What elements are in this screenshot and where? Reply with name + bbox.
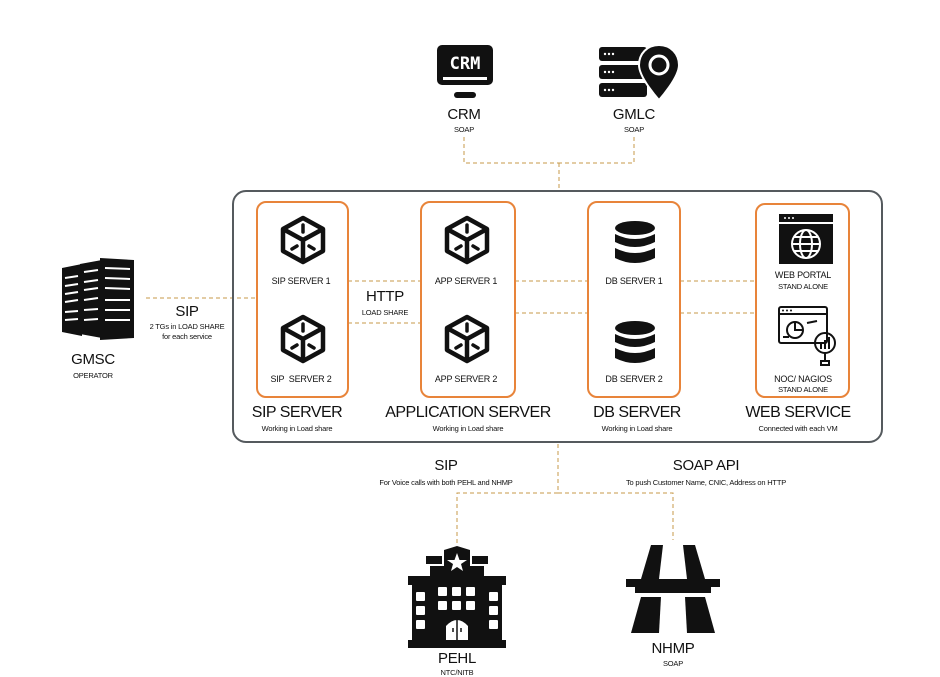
application-server-subtitle: Working in Load share (432, 424, 504, 433)
crm-monitor-icon: CRM (436, 44, 494, 100)
db-server-2-database-icon (614, 320, 656, 371)
soap-api-title: SOAP API (672, 457, 740, 474)
db-server-1-label: DB SERVER 1 (605, 276, 663, 286)
app-server-group (420, 201, 516, 398)
gmsc-title: GMSC (71, 351, 115, 368)
sip-link-title: SIP (175, 303, 199, 320)
app-server-2-label: APP SERVER 2 (434, 374, 498, 384)
nhmp-subtitle: SOAP (662, 659, 684, 668)
sip-server-1-label: SIP SERVER 1 (271, 276, 331, 286)
connector-gmlc (559, 137, 635, 164)
bottom-sip-subtitle: For Voice calls with both PEHL and NHMP (379, 478, 513, 487)
gmlc-subtitle: SOAP (623, 125, 645, 134)
sip-server-group (256, 201, 349, 398)
connector-pehl (456, 492, 558, 545)
web-service-subtitle: Connected with each VM (758, 424, 838, 433)
sip-server-1-cube-icon (280, 215, 326, 270)
app-server-2-cube-icon (444, 314, 490, 369)
crm-subtitle: SOAP (453, 125, 475, 134)
noc-nagios-sublabel: STAND ALONE (778, 385, 828, 394)
sip-server-subtitle: Working in Load share (261, 424, 333, 433)
db-server-group (587, 201, 681, 398)
gmlc-server-location-icon (598, 43, 681, 102)
db-server-subtitle: Working in Load share (601, 424, 673, 433)
svg-text:CRM: CRM (450, 54, 481, 74)
db-server-2-label: DB SERVER 2 (605, 374, 663, 384)
sip-link-line1: 2 TGs in LOAD SHARE (149, 322, 225, 331)
gmsc-server-rack-icon (60, 256, 136, 340)
pehl-title: PEHL (438, 650, 476, 667)
db-server-1-database-icon (614, 220, 656, 271)
noc-nagios-label: NOC/ NAGIOS (774, 374, 832, 384)
sip-server-2-label: SIP SERVER 2 (270, 374, 332, 384)
pehl-police-building-icon (406, 544, 508, 655)
web-service-title: WEB SERVICE (745, 404, 851, 421)
sip-server-2-cube-icon (280, 314, 326, 369)
connector-nhmp (558, 492, 674, 540)
http-link-title: HTTP (366, 288, 404, 305)
noc-monitoring-dashboard-icon (777, 305, 841, 374)
connector-crm (463, 137, 559, 164)
gmsc-subtitle: OPERATOR (73, 371, 113, 380)
app-server-1-cube-icon (444, 215, 490, 270)
soap-api-subtitle: To push Customer Name, CNIC, Address on … (625, 478, 787, 487)
http-link-subtitle: LOAD SHARE (361, 308, 409, 317)
web-portal-sublabel: STAND ALONE (778, 282, 828, 291)
sip-link-line2: for each service (162, 332, 212, 341)
application-server-title: APPLICATION SERVER (385, 404, 551, 421)
nhmp-title: NHMP (651, 640, 695, 657)
nhmp-highway-icon (625, 543, 721, 640)
sip-server-title: SIP SERVER (251, 404, 343, 421)
pehl-subtitle: NTC/NITB (440, 668, 474, 677)
web-service-group (755, 203, 850, 398)
server-cluster-frame (232, 190, 883, 443)
crm-title: CRM (447, 106, 481, 123)
web-portal-label: WEB PORTAL (774, 270, 832, 280)
web-portal-globe-icon (778, 213, 834, 270)
gmlc-title: GMLC (612, 106, 656, 123)
db-server-title: DB SERVER (593, 404, 681, 421)
app-server-1-label: APP SERVER 1 (434, 276, 498, 286)
bottom-sip-title: SIP (434, 457, 458, 474)
